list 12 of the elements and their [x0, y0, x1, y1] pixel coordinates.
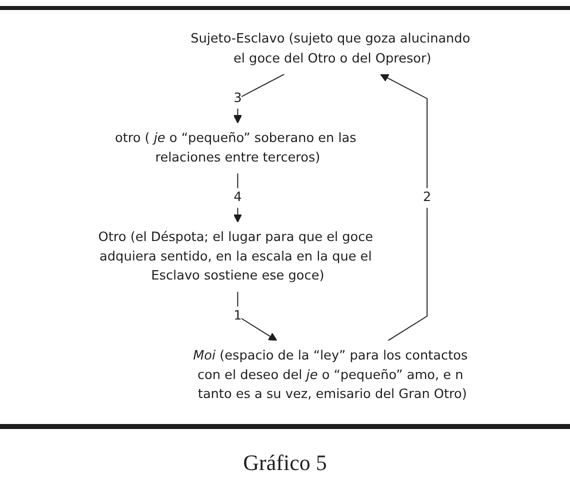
node-text: Otro (el Déspota; el lugar para que el goce adquiera sentido, en la escala en la que el Esclavo sostiene ese goce): [98, 230, 373, 284]
arrow: [233, 74, 285, 124]
arrow: [380, 74, 428, 342]
edge-label: 1: [234, 308, 242, 324]
arrow: [233, 172, 242, 223]
node-text: Moi (espacio de la “ley” para los contactos con el deseo del je o “pequeño” amo, e n tanto es a su vez, emisario del Gran Otro): [193, 348, 468, 402]
edge-label: 2: [422, 190, 432, 205]
caption: Gráfico 5: [243, 450, 327, 475]
edge-label: 3: [234, 90, 242, 106]
node-text: otro ( je o “pequeño” soberano en las relaciones entre terceros): [114, 130, 356, 165]
edge-label: 4: [234, 190, 242, 205]
node-text: Sujeto-Esclavo (sujeto que goza alucinando el goce del Otro o del Opresor): [190, 32, 470, 66]
